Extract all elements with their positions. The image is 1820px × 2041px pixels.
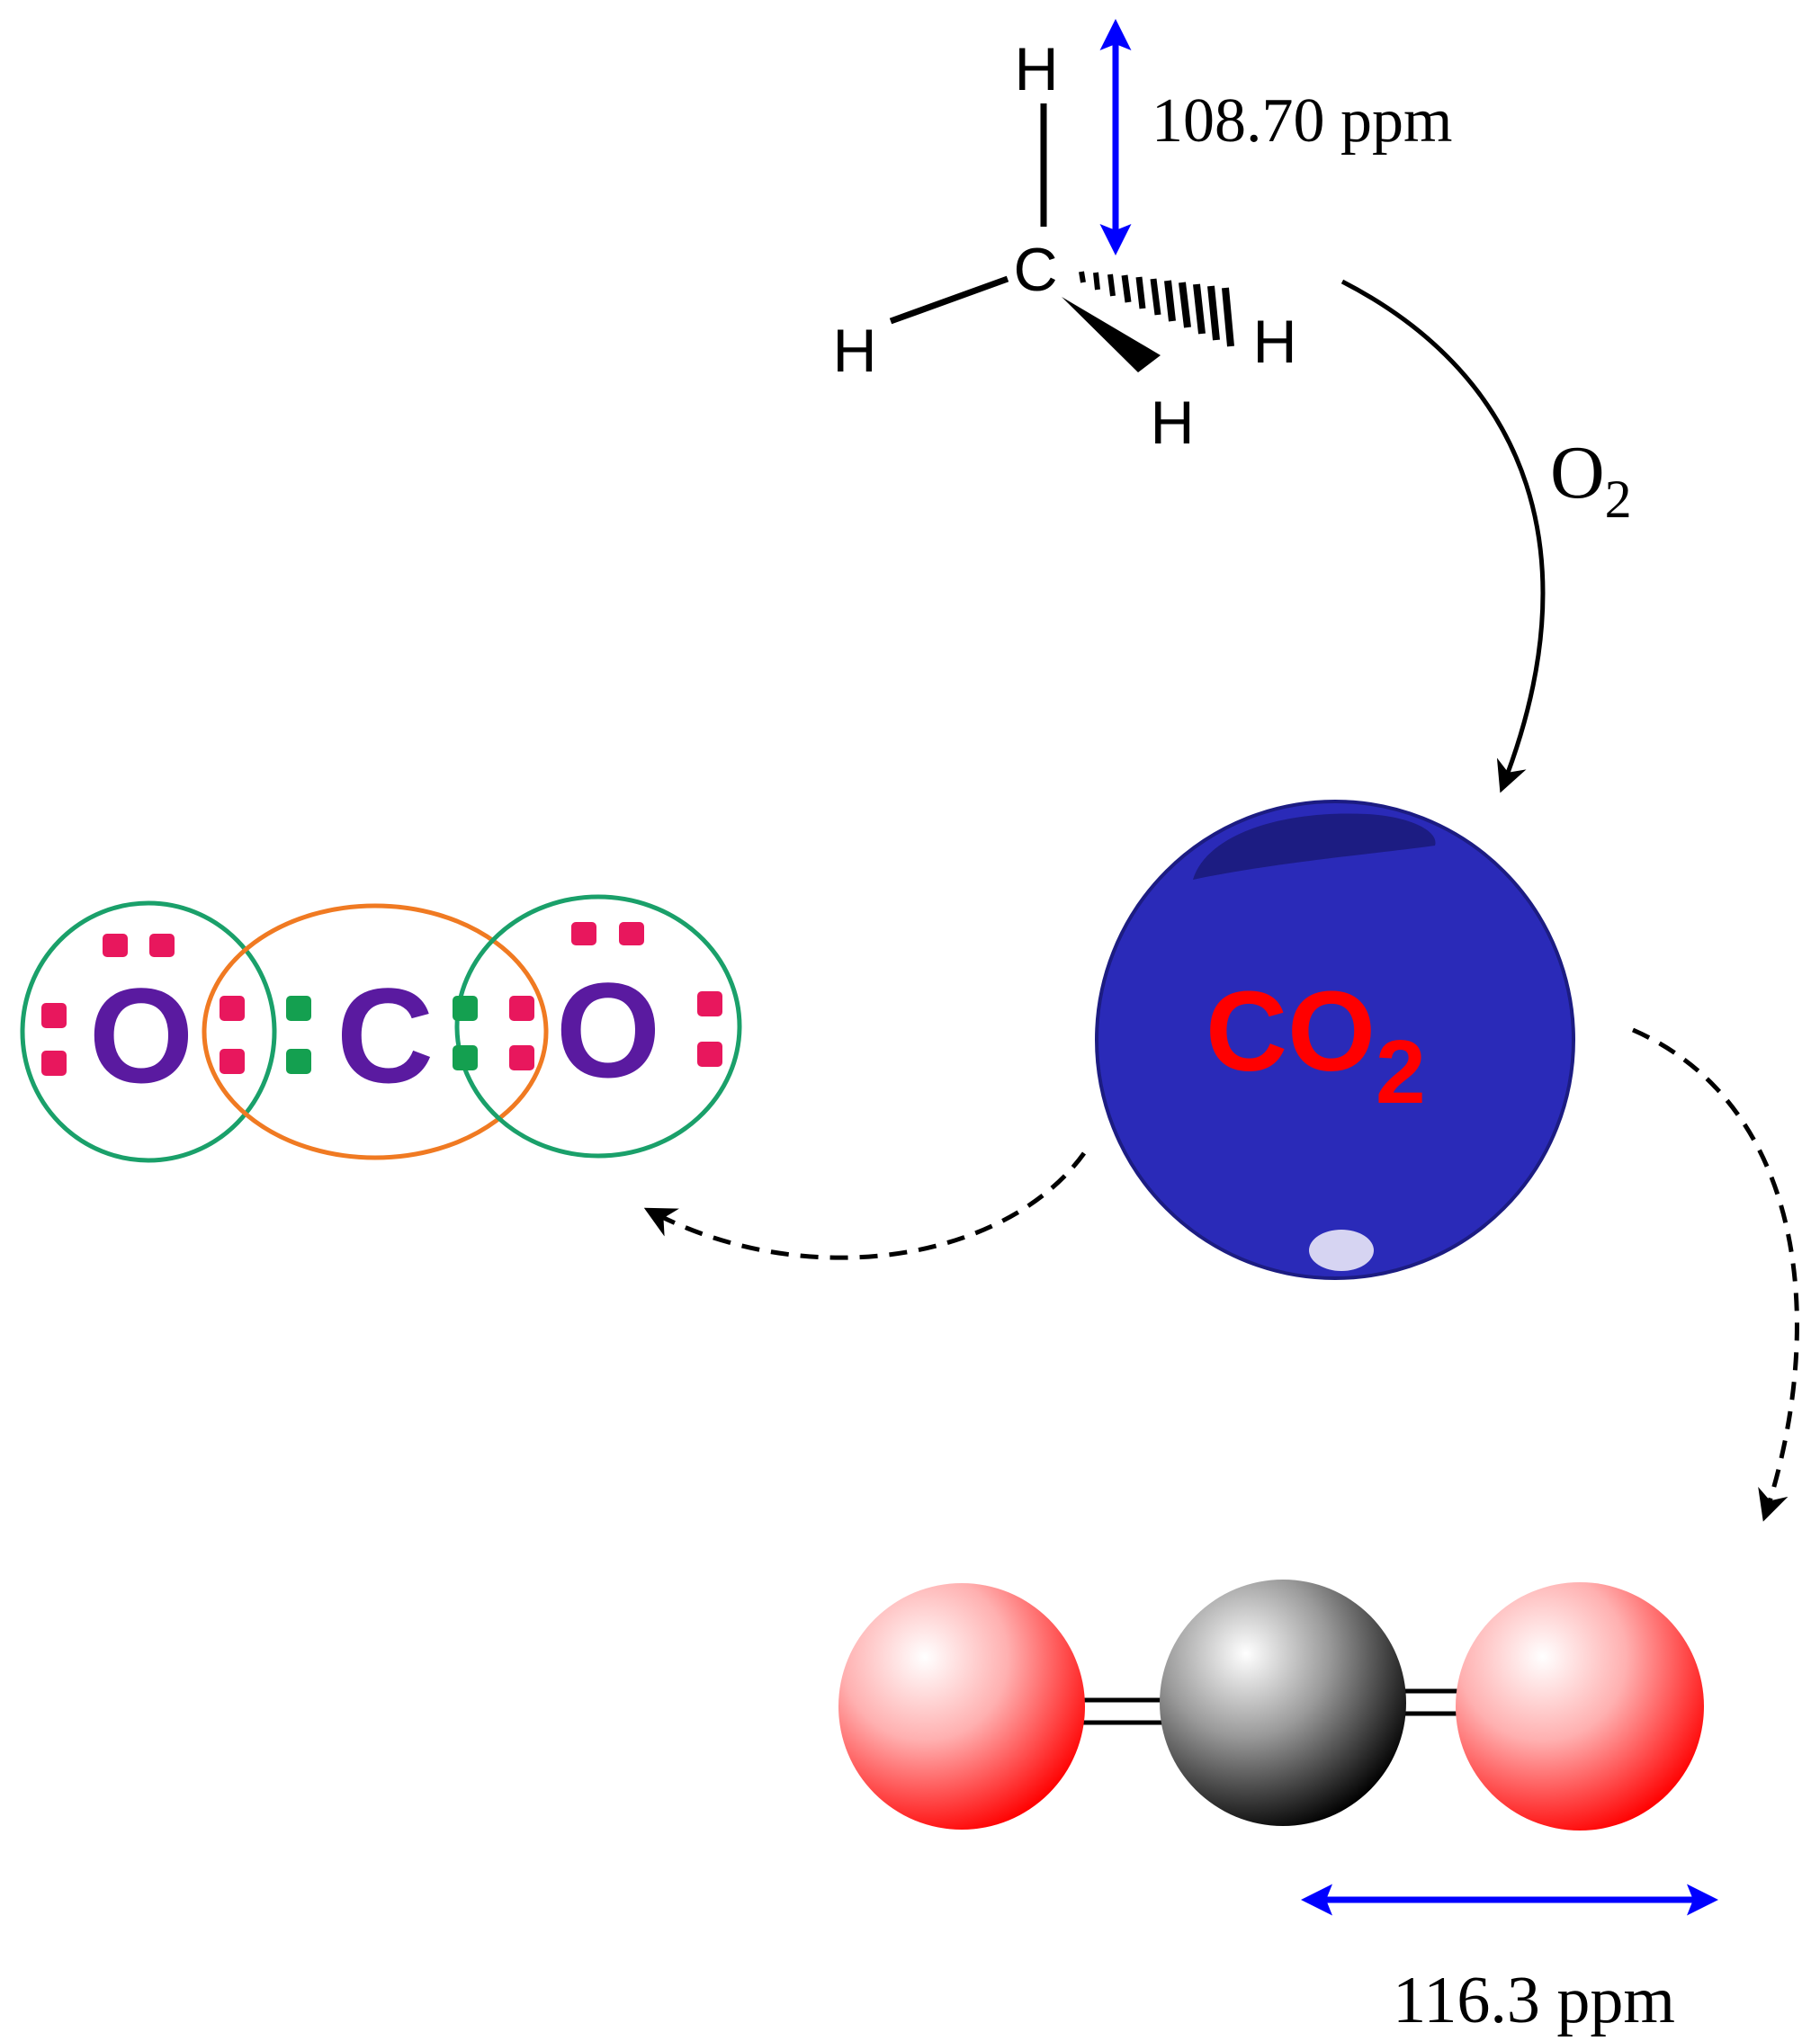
oxygen-atom-left [838,1583,1085,1830]
reagent-o2-label: O2 [1550,431,1632,529]
lewis-structure: O C O [20,894,742,1163]
methane-structure: C H H H H [832,35,1296,457]
ch-bond-length-label: 108.70 ppm [1152,86,1452,156]
methane-h-top-label: H [1014,35,1058,103]
dashed-arrow-to-model [1631,1027,1799,1522]
double-bond-right [1399,1688,1462,1716]
methane-h-right-label: H [1252,308,1296,376]
co-bond-length-label: 116.3 ppm [1393,1964,1675,2037]
co2-sphere: CO2 [1095,800,1575,1280]
lewis-carbon: C [336,960,434,1111]
oxygen-atom-right [1456,1582,1704,1831]
ball-and-stick-model [838,1580,1704,1831]
carbon-ring [202,903,549,1160]
hash-bond [1079,271,1234,347]
sphere-highlight-top [1193,813,1436,880]
oxygen-left-ring [20,900,277,1163]
sphere-highlight-bottom [1309,1230,1374,1271]
oxygen-right-ring [454,894,742,1159]
co2-sphere-label: CO2 [1206,968,1426,1123]
methane-carbon-label: C [1013,236,1057,304]
double-bond-left [1080,1697,1170,1725]
combustion-arrow [1340,279,1546,793]
dashed-arrow-to-lewis [643,1151,1087,1260]
wedge-bond [1062,297,1161,372]
lewis-oxygen-right: O [556,954,661,1106]
methane-h-bottom-label: H [1150,389,1194,457]
methane-h-left-label: H [832,317,876,385]
lone-pair-dots [41,922,722,1076]
lewis-oxygen-left: O [89,960,194,1111]
bonding-pair-dots [286,996,478,1074]
carbon-atom [1160,1580,1406,1826]
